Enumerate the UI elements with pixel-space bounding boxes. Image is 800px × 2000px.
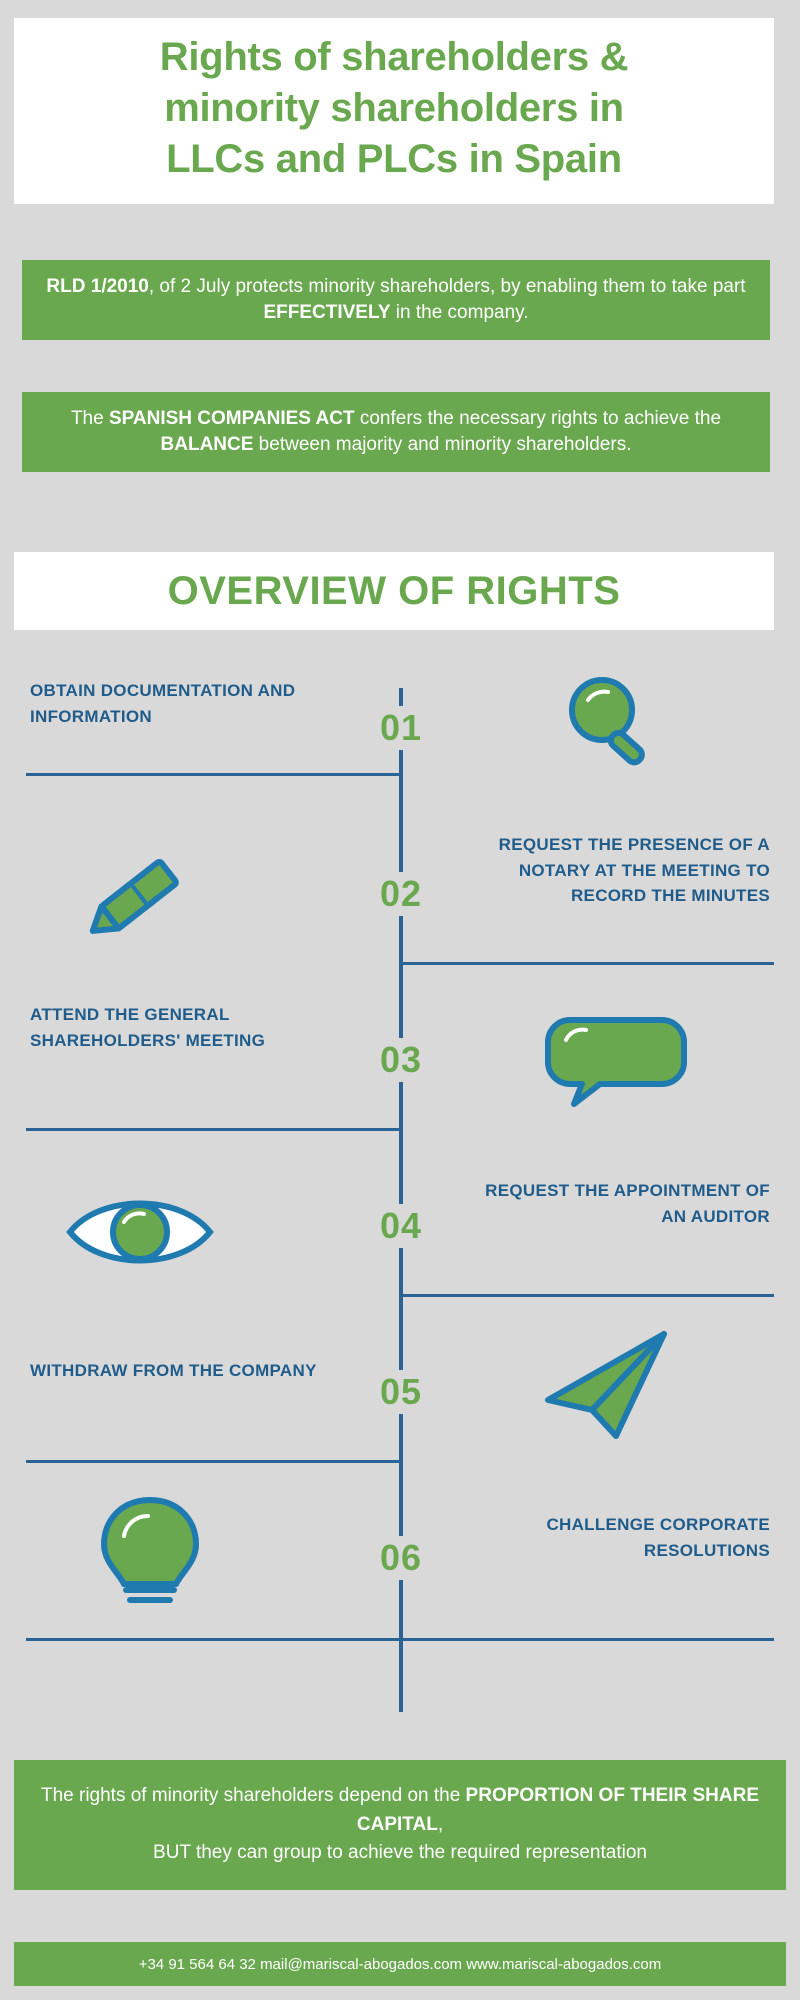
paper-plane-icon — [530, 1326, 690, 1446]
timeline-row-04: 04 REQUEST THE APPOINTMENT OF AN AUDITOR — [0, 1146, 800, 1312]
title-line-3: LLCs and PLCs in Spain — [166, 137, 622, 182]
conclusion-box: The rights of minority shareholders depe… — [14, 1760, 786, 1890]
title-heading: Rights of shareholders & minority shareh… — [24, 32, 764, 186]
row-number-02: 02 — [355, 872, 447, 916]
timeline-row-03: 03 ATTEND THE GENERAL SHAREHOLDERS' MEET… — [0, 980, 800, 1146]
row-number-01: 01 — [355, 706, 447, 750]
title-line-2: minority shareholders in — [164, 86, 624, 131]
row-number-04: 04 — [355, 1204, 447, 1248]
row-label-05: WITHDRAW FROM THE COMPANY — [30, 1361, 317, 1380]
row-label-02: REQUEST THE PRESENCE OF A NOTARY AT THE … — [498, 835, 770, 905]
speech-bubble-icon — [540, 1000, 700, 1120]
statement-box-companies-act: The SPANISH COMPANIES ACT confers the ne… — [22, 392, 770, 473]
timeline-axis — [399, 688, 403, 1712]
row-label-03: ATTEND THE GENERAL SHAREHOLDERS' MEETING — [30, 1005, 266, 1050]
row-label-06: CHALLENGE CORPORATE RESOLUTIONS — [546, 1515, 770, 1560]
page-title: Rights of shareholders & minority shareh… — [14, 18, 774, 204]
timeline-row-06: 06 CHALLENGE CORPORATE RESOLUTIONS — [0, 1478, 800, 1644]
row-rule-04 — [399, 1294, 774, 1297]
pencil-icon — [60, 834, 220, 954]
row-rule-05 — [26, 1460, 401, 1463]
lightbulb-icon — [70, 1492, 230, 1612]
timeline-row-05: 05 WITHDRAW FROM THE COMPANY — [0, 1312, 800, 1478]
title-line-1: Rights of shareholders & — [159, 35, 629, 79]
row-label-04: REQUEST THE APPOINTMENT OF AN AUDITOR — [485, 1181, 770, 1226]
row-rule-06-left — [26, 1638, 401, 1641]
row-rule-06-right — [399, 1638, 774, 1641]
row-number-03: 03 — [355, 1038, 447, 1082]
magnifier-icon — [530, 664, 690, 784]
conclusion-text: The rights of minority shareholders depe… — [40, 1785, 760, 1863]
footer-contact: +34 91 564 64 32 mail@mariscal-abogados.… — [138, 1955, 662, 1973]
row-rule-01 — [26, 773, 401, 776]
eye-icon — [60, 1172, 220, 1292]
row-label-01: OBTAIN DOCUMENTATION AND INFORMATION — [30, 681, 296, 726]
row-number-05: 05 — [355, 1370, 447, 1414]
row-rule-02 — [399, 962, 774, 965]
timeline-row-01: 01 OBTAIN DOCUMENTATION AND INFORMATION — [0, 648, 800, 814]
overview-heading: OVERVIEW OF RIGHTS — [167, 568, 621, 613]
timeline-row-02: 02 REQUEST THE PRESENCE OF A NOTARY AT T… — [0, 814, 800, 980]
row-rule-03 — [26, 1128, 401, 1131]
footer-bar: +34 91 564 64 32 mail@mariscal-abogados.… — [14, 1940, 786, 1986]
row-number-06: 06 — [355, 1536, 447, 1580]
statement-companies-act-text: The SPANISH COMPANIES ACT confers the ne… — [70, 408, 722, 456]
overview-header: OVERVIEW OF RIGHTS — [14, 552, 774, 630]
rights-timeline: 01 OBTAIN DOCUMENTATION AND INFORMATION … — [0, 648, 800, 1730]
statement-rld-text: RLD 1/2010, of 2 July protects minority … — [46, 276, 746, 324]
statement-box-rld: RLD 1/2010, of 2 July protects minority … — [22, 260, 770, 341]
